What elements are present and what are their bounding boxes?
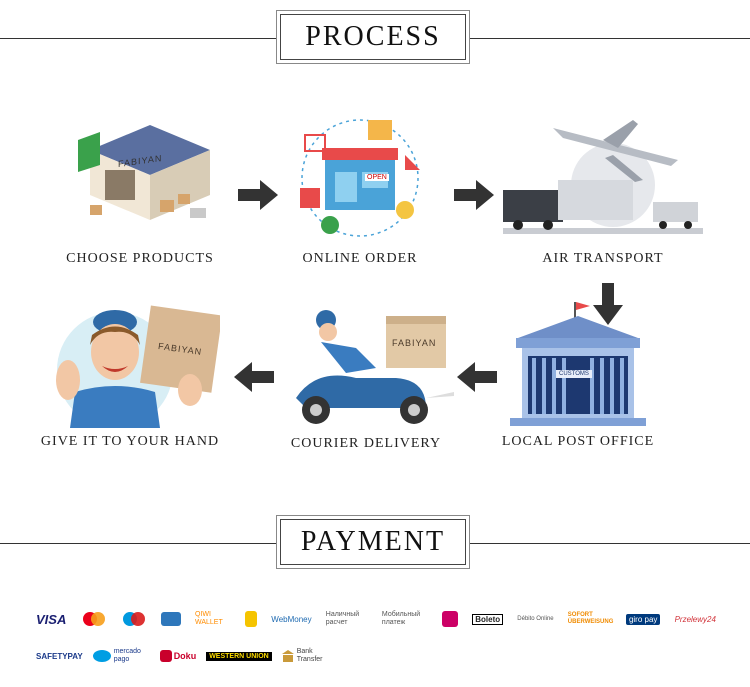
step-label: COURIER DELIVERY	[290, 436, 442, 451]
bank-icon	[281, 650, 294, 662]
air-transport-icon	[503, 120, 703, 234]
step-label: ONLINE ORDER	[302, 251, 418, 266]
qiwi-logo: QIWI WALLET	[194, 611, 223, 626]
open-sign: OPEN	[365, 174, 389, 181]
mercado-pago-label: mercado pago	[113, 648, 141, 663]
mercado-pago-logo: mercado pago	[92, 648, 150, 664]
courier-box-brand: FABIYAN	[392, 338, 437, 348]
debito-online-logo: Débito Online	[517, 616, 554, 622]
step-label: LOCAL POST OFFICE	[501, 434, 655, 449]
doku-label: Doku	[173, 651, 197, 661]
ideal-logo	[442, 611, 459, 627]
step-label: AIR TRANSPORT	[542, 251, 664, 266]
step-label: GIVE IT TO YOUR HAND	[40, 434, 220, 449]
arrow-left-icon	[457, 362, 497, 392]
bank-transfer-logo: Bank Transfer	[281, 648, 323, 664]
mobile-payment-logo: Мобильный платеж	[381, 611, 421, 626]
arrow-left-icon	[234, 362, 274, 392]
maestro-logo	[121, 611, 147, 627]
online-store-icon	[300, 119, 420, 237]
payment-title: PAYMENT	[280, 519, 466, 565]
western-union-logo: WESTERN UNION	[206, 651, 272, 661]
step-air-transport: AIR TRANSPORT	[503, 110, 703, 267]
payment-methods-row-1: VISA QIWI WALLET WebMoney Наличный расче…	[36, 611, 716, 627]
step-local-post-office: CUSTOMS LOCAL POST OFFICE	[478, 300, 678, 450]
arrow-right-icon	[238, 180, 278, 210]
step-courier-delivery: FABIYAN COURIER DELIVERY	[266, 298, 466, 452]
giropay-logo: giro pay	[625, 613, 661, 625]
step-give-to-hand: FABIYAN GIVE IT TO YOUR HAND	[30, 300, 230, 450]
courier-scooter-icon	[296, 310, 454, 424]
przelewy24-logo: Przelewy24	[674, 614, 716, 624]
customs-sign: CUSTOMS	[556, 370, 592, 378]
step-choose-products: FABIYAN CHOOSE PRODUCTS	[40, 110, 240, 267]
step-label: CHOOSE PRODUCTS	[66, 251, 214, 266]
payment-divider-left	[0, 543, 278, 544]
payment-methods-row-2: SAFETYPAY mercado pago Doku WESTERN UNIO…	[36, 648, 323, 664]
sofort-logo: SOFORT ÜBERWEISUNG	[567, 612, 614, 625]
mastercard-logo	[81, 611, 107, 627]
arrow-down-icon	[593, 283, 623, 325]
boleto-logo: Boleto	[472, 613, 504, 625]
cash-logo: Наличный расчет	[325, 611, 360, 626]
bank-transfer-label: Bank Transfer	[296, 648, 323, 663]
process-divider-left	[0, 38, 278, 39]
warehouse-icon	[78, 125, 210, 220]
process-title: PROCESS	[280, 14, 466, 60]
arrow-right-icon	[454, 180, 494, 210]
process-divider-right	[466, 38, 750, 39]
yandex-money-logo	[245, 611, 258, 627]
amex-logo	[160, 612, 181, 626]
delivery-man-icon	[56, 305, 223, 428]
step-online-order: OPEN ONLINE ORDER	[260, 110, 460, 267]
payment-divider-right	[466, 543, 750, 544]
webmoney-logo: WebMoney	[271, 614, 312, 624]
safetypay-logo: SAFETYPAY	[36, 651, 83, 661]
post-office-icon	[510, 302, 646, 426]
visa-logo: VISA	[36, 611, 67, 627]
doku-logo: Doku	[159, 650, 197, 662]
handshake-icon	[92, 650, 111, 662]
